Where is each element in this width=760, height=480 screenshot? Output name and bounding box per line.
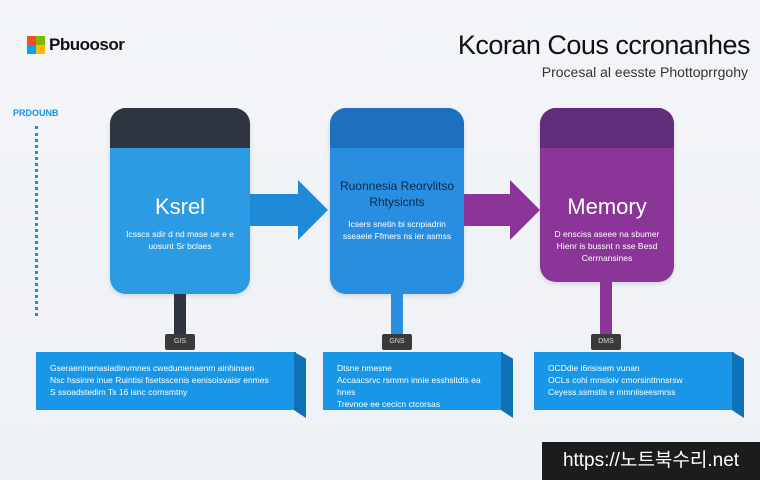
- arrow-right-icon: [464, 180, 540, 240]
- connector-plug: DMS: [591, 334, 621, 350]
- banner-line: Dtsne nmesne: [337, 363, 392, 373]
- box-title: Memory: [567, 194, 647, 219]
- banner-line: Nsc hssinre inue Ruintisi fisetsscenis e…: [50, 375, 269, 385]
- watermark: https://노트북수리.net: [542, 442, 760, 480]
- box-description: D ensciss aseee na sbumer Hienr is bussn…: [554, 229, 660, 263]
- description-banner: Gseraeninenasiadinvmnes cwedumenaenm ain…: [36, 352, 306, 418]
- process-box: Ruonnesia Reorvlitso Rhtysicnts Icsers s…: [330, 108, 464, 294]
- brand-logo: Pbuoosor: [27, 35, 125, 55]
- box-cap: [110, 108, 250, 148]
- arrow-right-icon: [250, 180, 328, 240]
- banner-line: Accaacsrvc rsmmn innie esshsitdis ea hne…: [337, 375, 481, 397]
- box-description: Icsers snetin bi scnpiadrin sseaeie Ffme…: [342, 219, 452, 241]
- box-title: Ruonnesia Reorvlitso Rhtysicnts: [339, 179, 455, 209]
- connector-plug: GIS: [165, 334, 195, 350]
- description-banner: OCDdie i6risisem vunan OCLs cohi mnsioiv…: [534, 352, 744, 418]
- description-banner: Dtsne nmesne Accaacsrvc rsmmn innie essh…: [323, 352, 513, 418]
- dotted-guide-line: [35, 126, 38, 316]
- banner-fold: [732, 352, 744, 418]
- banner-fold: [294, 352, 306, 418]
- connector-stem: [174, 294, 186, 338]
- kernel-box: Ksrel Icsscs sdir d nd mase ue e e uosun…: [110, 108, 250, 294]
- logo-text: Pbuoosor: [49, 35, 125, 54]
- memory-box: Memory D ensciss aseee na sbumer Hienr i…: [540, 108, 674, 282]
- side-label: PRDOUNB: [13, 108, 59, 118]
- box-cap: [540, 108, 674, 148]
- connector-stem: [600, 282, 612, 338]
- banner-line: Trevnoe ee cecicn ctcorsas: [337, 399, 441, 409]
- windows-logo-icon: [27, 36, 45, 54]
- banner-line: OCDdie i6risisem vunan: [548, 363, 640, 373]
- banner-line: S ssoadstedim Ts 16 isnc cornsmtny: [50, 387, 188, 397]
- banner-line: OCLs cohi mnsioiv cmorsinttnnsrsw: [548, 375, 683, 385]
- box-description: Icsscs sdir d nd mase ue e e uosunt Sr b…: [126, 229, 234, 251]
- connector-stem: [391, 294, 403, 338]
- banner-line: Ceyess.ssmstis e mmniiseesmrss: [548, 387, 676, 397]
- box-cap: [330, 108, 464, 148]
- box-title: Ksrel: [154, 194, 206, 219]
- banner-line: Gseraeninenasiadinvmnes cwedumenaenm ain…: [50, 363, 255, 373]
- connector-plug: GNS: [382, 334, 412, 350]
- page-title: Kcoran Cous ccronanhes: [457, 30, 751, 60]
- page-subtitle: Procesal al eesste Phottoprrgohy: [541, 64, 748, 80]
- banner-fold: [501, 352, 513, 418]
